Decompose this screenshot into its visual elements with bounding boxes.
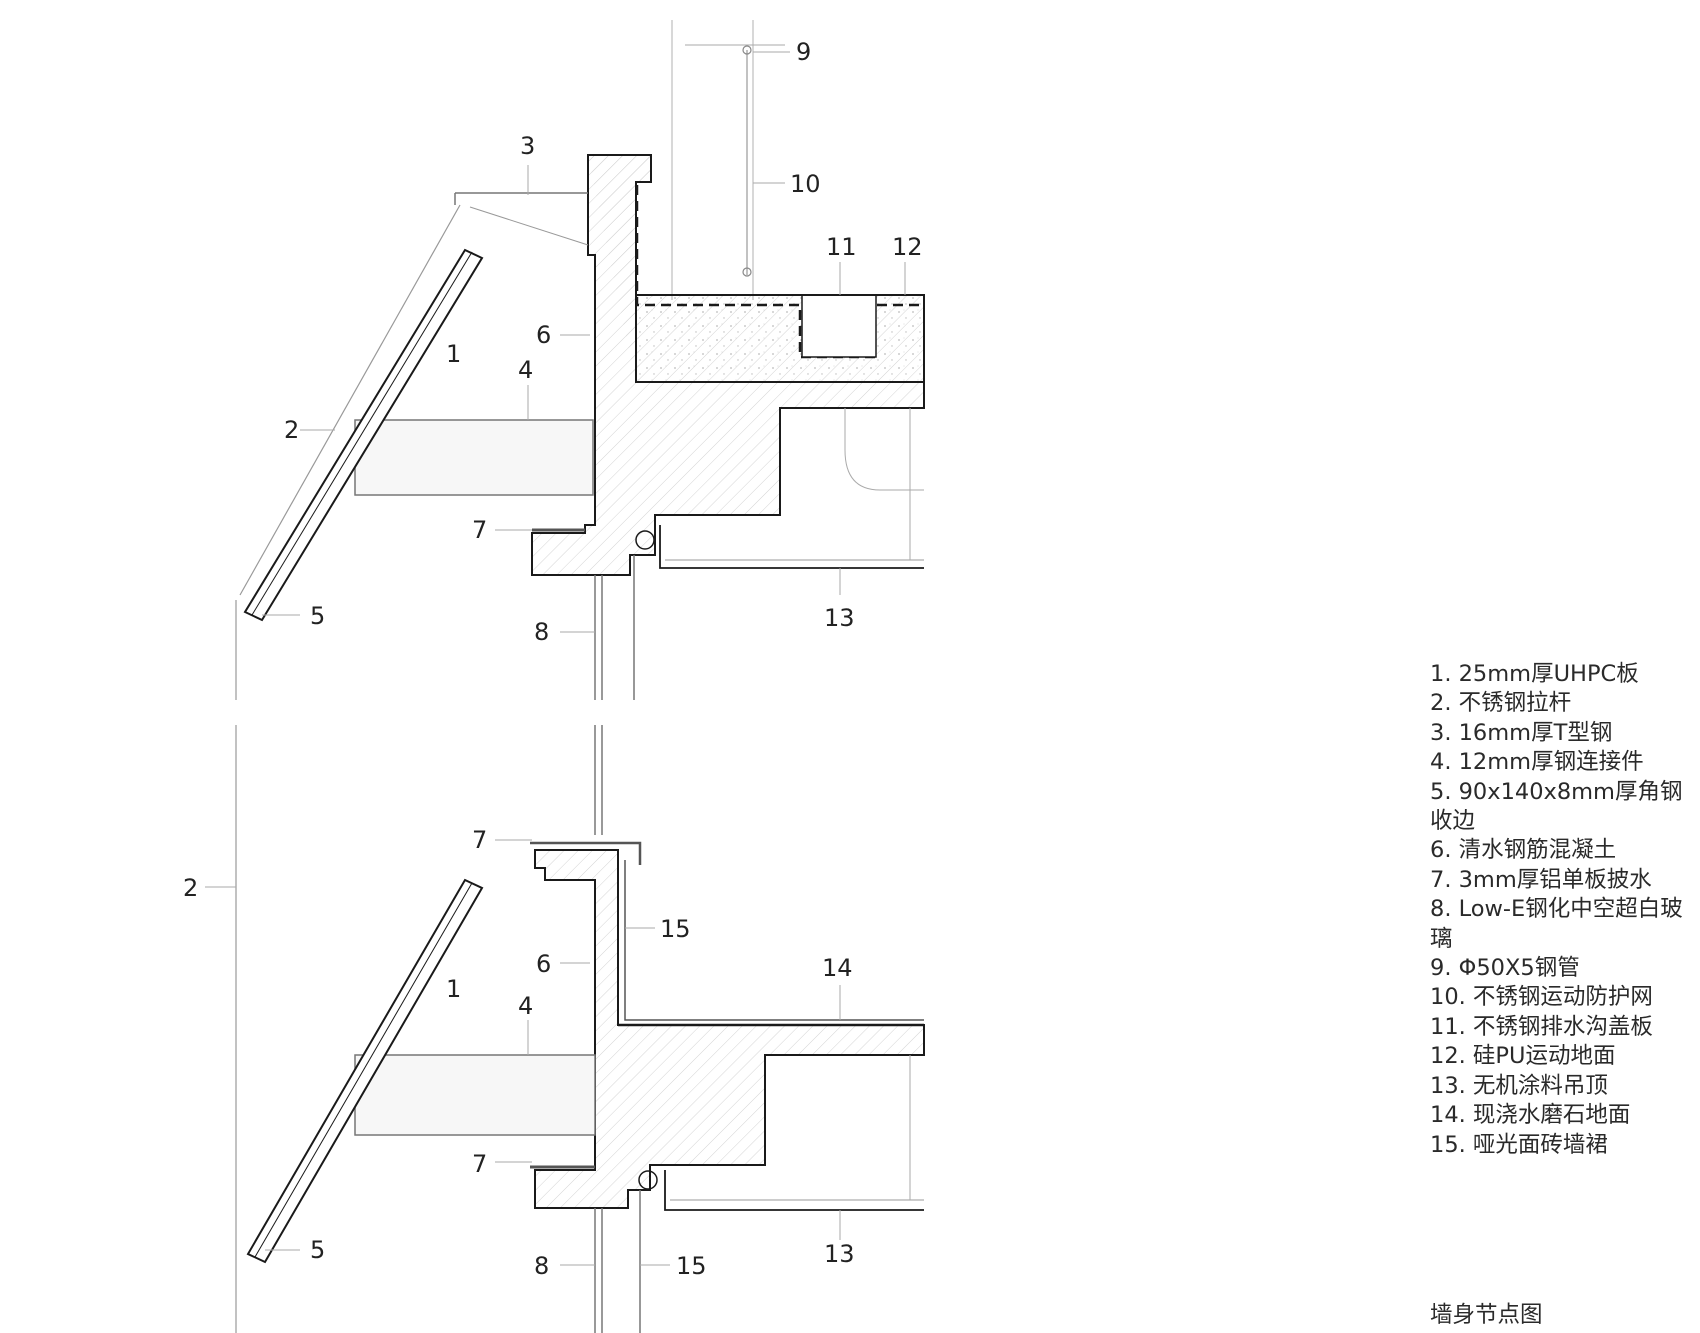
leader-lines	[205, 51, 906, 1266]
t-steel	[454, 192, 588, 205]
roof-screed	[635, 294, 925, 383]
callouts-bottom: 7 2 15 6 14 1 4 7 5 8 15 13	[183, 826, 855, 1280]
callout-7: 7	[472, 1150, 487, 1178]
legend-item: 3. 16mm厚T型钢	[1430, 719, 1613, 746]
legend-item: 6. 清水钢筋混凝土	[1430, 837, 1617, 864]
callout-5: 5	[310, 1236, 325, 1264]
legend-item: 9. Φ50X5钢管	[1430, 955, 1580, 982]
steel-connector	[354, 419, 594, 496]
legend-item: 2. 不锈钢拉杆	[1430, 690, 1572, 717]
bottom-detail	[235, 725, 925, 1333]
callout-1: 1	[446, 975, 461, 1003]
uhpc-panel	[246, 878, 484, 1264]
legend-item: 12. 硅PU运动地面	[1430, 1043, 1616, 1070]
callout-3: 3	[520, 132, 535, 160]
callout-15: 15	[676, 1252, 707, 1280]
tie-rod	[239, 204, 461, 596]
legend-item: 8. Low-E钢化中空超白玻璃	[1430, 896, 1683, 952]
callout-7: 7	[472, 826, 487, 854]
legend-item: 4. 12mm厚钢连接件	[1430, 749, 1644, 776]
callout-2: 2	[284, 416, 299, 444]
legend-item: 15. 哑光面砖墙裙	[1430, 1131, 1608, 1158]
callout-11: 11	[826, 233, 857, 261]
material-legend: 1. 25mm厚UHPC板 2. 不锈钢拉杆 3. 16mm厚T型钢 4. 12…	[1430, 660, 1690, 1160]
legend-item: 7. 3mm厚铝单板披水	[1430, 866, 1652, 893]
callout-7: 7	[472, 516, 487, 544]
callout-10: 10	[790, 170, 821, 198]
waterproof-layer	[635, 185, 924, 359]
callout-2: 2	[183, 874, 198, 902]
callout-4: 4	[518, 992, 533, 1020]
callout-14: 14	[822, 954, 853, 982]
uhpc-panel	[243, 248, 484, 622]
ceiling	[664, 1170, 924, 1211]
legend-item: 14. 现浇水磨石地面	[1430, 1102, 1631, 1129]
callout-4: 4	[518, 356, 533, 384]
legend-item: 13. 无机涂料吊顶	[1430, 1072, 1608, 1099]
drawing-caption: 墙身节点图	[1430, 1302, 1543, 1328]
ceiling	[659, 525, 924, 569]
concrete-wall-outline	[531, 154, 925, 576]
legend-item: 5. 90x140x8mm厚角钢收边	[1430, 778, 1683, 835]
callout-6: 6	[536, 950, 551, 978]
legend-item: 1. 25mm厚UHPC板	[1430, 661, 1639, 687]
callout-15: 15	[660, 915, 691, 943]
callout-13: 13	[824, 604, 855, 632]
drain-trench	[801, 294, 877, 358]
callout-12: 12	[892, 233, 923, 261]
top-detail	[235, 20, 925, 700]
callout-5: 5	[310, 602, 325, 630]
callout-6: 6	[536, 321, 551, 349]
concrete-wall	[534, 849, 925, 1209]
legend-item: 11. 不锈钢排水沟盖板	[1430, 1013, 1653, 1040]
callout-13: 13	[824, 1240, 855, 1268]
callouts-top: 9 10 3 11 12 6 1 4 2 7 5 8 13	[284, 38, 923, 646]
callout-8: 8	[534, 618, 549, 646]
callout-1: 1	[446, 340, 461, 368]
callout-8: 8	[534, 1252, 549, 1280]
callout-9: 9	[796, 38, 811, 66]
legend-item: 10. 不锈钢运动防护网	[1430, 984, 1653, 1011]
